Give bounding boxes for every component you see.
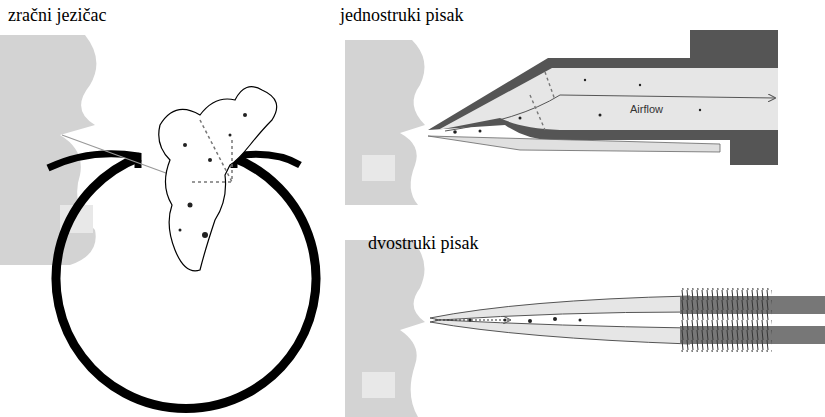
lips [345,240,425,417]
flow-label: Airflow [628,103,665,115]
reed [428,136,720,152]
lips [345,40,425,205]
lower-blade [430,320,690,344]
panel-title: zračni jezičac [8,6,106,26]
jet-blob [159,87,277,271]
panel-title: jednostruki pisak [340,6,464,26]
panel-title: dvostruki pisak [368,234,479,254]
thread-wrap [680,288,772,352]
upper-blade [430,296,690,320]
lips [0,35,96,265]
mouthpiece [428,30,778,165]
